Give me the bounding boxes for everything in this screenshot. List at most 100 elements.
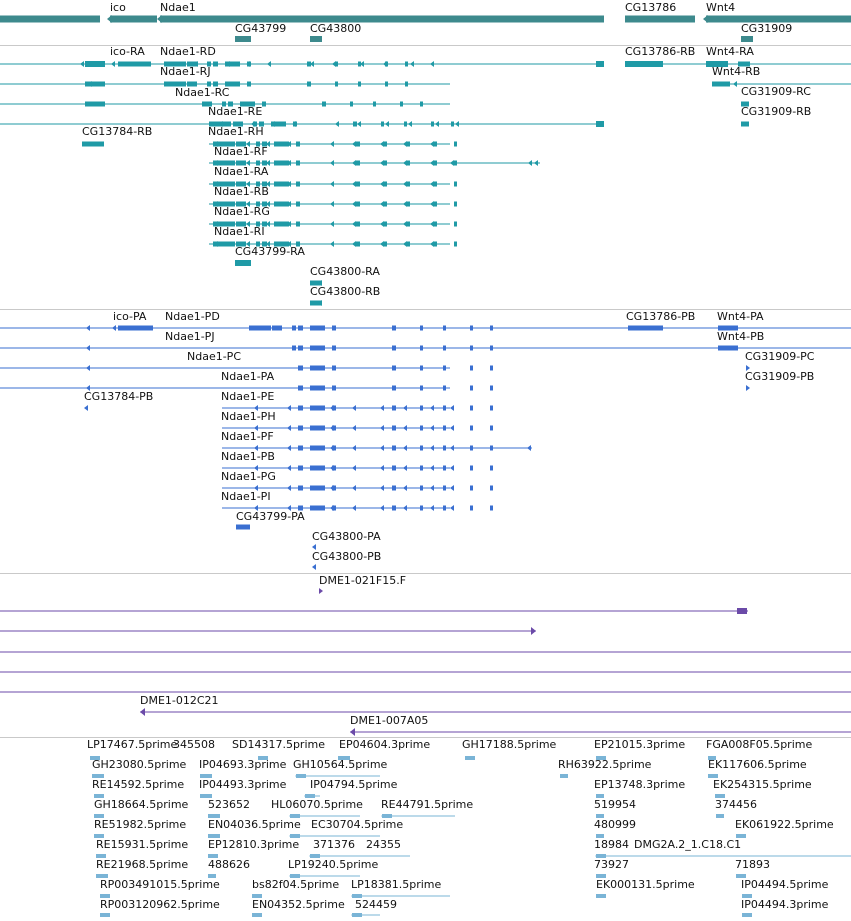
feature-label-24355[interactable]: 24355 bbox=[366, 838, 401, 851]
feature-label-ek000131-5prime[interactable]: EK000131.5prime bbox=[596, 878, 695, 891]
feature-label-lp19240-5prime[interactable]: LP19240.5prime bbox=[288, 858, 379, 871]
feature-label-gh17188-5prime[interactable]: GH17188.5prime bbox=[462, 738, 557, 751]
feature-label-ndae1-pd[interactable]: Ndae1-PD bbox=[165, 310, 220, 323]
feature-label-cg43800[interactable]: CG43800 bbox=[310, 22, 362, 35]
feature-label-re21968-5prime[interactable]: RE21968.5prime bbox=[96, 858, 189, 871]
feature-label-ndae1-pg[interactable]: Ndae1-PG bbox=[221, 470, 276, 483]
feature-label-lp18381-5prime[interactable]: LP18381.5prime bbox=[351, 878, 442, 891]
feature-label-371376[interactable]: 371376 bbox=[313, 838, 355, 851]
feature-label-ec30704-5prime[interactable]: EC30704.5prime bbox=[311, 818, 404, 831]
feature-label-cg43799[interactable]: CG43799 bbox=[235, 22, 287, 35]
feature-label-ip04494-5prime[interactable]: IP04494.5prime bbox=[741, 878, 829, 891]
feature-label-wnt4-pa[interactable]: Wnt4-PA bbox=[717, 310, 764, 323]
feature-label-cg43800-pb[interactable]: CG43800-PB bbox=[312, 550, 382, 563]
feature-label-re44791-5prime[interactable]: RE44791.5prime bbox=[381, 798, 474, 811]
feature-label-dmg2a-2-1-c18-c1[interactable]: DMG2A.2_1.C18.C1 bbox=[634, 838, 742, 851]
feature-label-bs82f04-5prime[interactable]: bs82f04.5prime bbox=[252, 878, 340, 891]
feature-label-ndae1-pj[interactable]: Ndae1-PJ bbox=[165, 330, 215, 343]
feature-label-cg13786[interactable]: CG13786 bbox=[625, 1, 677, 14]
feature-label-ndae1-rd[interactable]: Ndae1-RD bbox=[160, 45, 216, 58]
feature-label-ip04494-3prime[interactable]: IP04494.3prime bbox=[741, 898, 829, 911]
feature-label-ndae1-rc[interactable]: Ndae1-RC bbox=[175, 86, 230, 99]
feature-label-cg13784-pb[interactable]: CG13784-PB bbox=[84, 390, 154, 403]
feature-label-ndae1-rb[interactable]: Ndae1-RB bbox=[214, 185, 269, 198]
feature-label-cg13784-rb[interactable]: CG13784-RB bbox=[82, 125, 153, 138]
feature-label-wnt4[interactable]: Wnt4 bbox=[706, 1, 736, 14]
feature-label-en04352-5prime[interactable]: EN04352.5prime bbox=[252, 898, 345, 911]
feature-label-re51982-5prime[interactable]: RE51982.5prime bbox=[94, 818, 187, 831]
feature-label-524459[interactable]: 524459 bbox=[355, 898, 397, 911]
feature-label-ndae1-re[interactable]: Ndae1-RE bbox=[208, 105, 263, 118]
feature-label-cg31909-rc[interactable]: CG31909-RC bbox=[741, 85, 811, 98]
feature-label-ek117606-5prime[interactable]: EK117606.5prime bbox=[708, 758, 807, 771]
feature-label-dme1-021f15-f[interactable]: DME1-021F15.F bbox=[319, 574, 407, 587]
feature-label-ip04693-3prime[interactable]: IP04693.3prime bbox=[199, 758, 287, 771]
feature-label-ep04604-3prime[interactable]: EP04604.3prime bbox=[339, 738, 431, 751]
feature-label-ep21015-3prime[interactable]: EP21015.3prime bbox=[594, 738, 686, 751]
feature-label-ndae1[interactable]: Ndae1 bbox=[160, 1, 196, 14]
feature-label-ico-ra[interactable]: ico-RA bbox=[110, 45, 145, 58]
feature-label-523652[interactable]: 523652 bbox=[208, 798, 250, 811]
feature-label-71893[interactable]: 71893 bbox=[735, 858, 770, 871]
feature-label-wnt4-pb[interactable]: Wnt4-PB bbox=[717, 330, 765, 343]
feature-label-cg43800-pa[interactable]: CG43800-PA bbox=[312, 530, 381, 543]
feature-label-sd14317-5prime[interactable]: SD14317.5prime bbox=[232, 738, 325, 751]
feature-label-rp003120962-5prime[interactable]: RP003120962.5prime bbox=[100, 898, 220, 911]
feature-label-gh10564-5prime[interactable]: GH10564.5prime bbox=[293, 758, 388, 771]
feature-label-cg31909-pc[interactable]: CG31909-PC bbox=[745, 350, 815, 363]
feature-label-gh23080-5prime[interactable]: GH23080.5prime bbox=[92, 758, 187, 771]
feature-label-cg13786-pb[interactable]: CG13786-PB bbox=[626, 310, 696, 323]
feature-label-345508[interactable]: 345508 bbox=[173, 738, 215, 751]
feature-label-en04036-5prime[interactable]: EN04036.5prime bbox=[208, 818, 301, 831]
feature-label-cg31909-rb[interactable]: CG31909-RB bbox=[741, 105, 812, 118]
feature-label-cg43799-pa[interactable]: CG43799-PA bbox=[236, 510, 305, 523]
strand-arrow-icon bbox=[330, 405, 334, 411]
feature-label-cg43800-ra[interactable]: CG43800-RA bbox=[310, 265, 380, 278]
feature-label-ip04794-5prime[interactable]: IP04794.5prime bbox=[310, 778, 398, 791]
feature-label-ico[interactable]: ico bbox=[110, 1, 126, 14]
feature-label-cg13786-rb[interactable]: CG13786-RB bbox=[625, 45, 696, 58]
feature-label-gh18664-5prime[interactable]: GH18664.5prime bbox=[94, 798, 189, 811]
feature-label-dme1-007a05[interactable]: DME1-007A05 bbox=[350, 714, 429, 727]
feature-label-ndae1-ri[interactable]: Ndae1-RI bbox=[214, 225, 265, 238]
feature-label-fga008f05-5prime[interactable]: FGA008F05.5prime bbox=[706, 738, 813, 751]
feature-label-488626[interactable]: 488626 bbox=[208, 858, 250, 871]
feature-label-rh63922-5prime[interactable]: RH63922.5prime bbox=[558, 758, 652, 771]
feature-label-wnt4-ra[interactable]: Wnt4-RA bbox=[706, 45, 754, 58]
feature-label-374456[interactable]: 374456 bbox=[715, 798, 757, 811]
feature-label-519954[interactable]: 519954 bbox=[594, 798, 636, 811]
feature-label-ek254315-5prime[interactable]: EK254315.5prime bbox=[713, 778, 812, 791]
feature-label-ndae1-rf[interactable]: Ndae1-RF bbox=[214, 145, 268, 158]
feature-label-ep13748-3prime[interactable]: EP13748.3prime bbox=[594, 778, 686, 791]
feature-label-ndae1-pc[interactable]: Ndae1-PC bbox=[187, 350, 242, 363]
feature-label-cg31909[interactable]: CG31909 bbox=[741, 22, 793, 35]
feature-label-ndae1-pe[interactable]: Ndae1-PE bbox=[221, 390, 275, 403]
feature-label-re14592-5prime[interactable]: RE14592.5prime bbox=[92, 778, 185, 791]
feature-label-ndae1-pi[interactable]: Ndae1-PI bbox=[221, 490, 271, 503]
feature-label-ndae1-ra[interactable]: Ndae1-RA bbox=[214, 165, 269, 178]
feature-label-rp003491015-5prime[interactable]: RP003491015.5prime bbox=[100, 878, 220, 891]
feature-label-ndae1-rj[interactable]: Ndae1-RJ bbox=[160, 65, 211, 78]
feature-label-lp17467-5prime[interactable]: LP17467.5prime bbox=[87, 738, 178, 751]
feature-label-ico-pa[interactable]: ico-PA bbox=[113, 310, 147, 323]
feature-label-ndae1-pb[interactable]: Ndae1-PB bbox=[221, 450, 275, 463]
feature-label-ep12810-3prime[interactable]: EP12810.3prime bbox=[208, 838, 300, 851]
feature-label-ndae1-rh[interactable]: Ndae1-RH bbox=[208, 125, 264, 138]
feature-label-ip04493-3prime[interactable]: IP04493.3prime bbox=[199, 778, 287, 791]
feature-label-wnt4-rb[interactable]: Wnt4-RB bbox=[712, 65, 761, 78]
strand-arrow-icon bbox=[410, 61, 414, 67]
feature-label-ek061922-5prime[interactable]: EK061922.5prime bbox=[735, 818, 834, 831]
feature-label-ndae1-pa[interactable]: Ndae1-PA bbox=[221, 370, 275, 383]
feature-label-480999[interactable]: 480999 bbox=[594, 818, 636, 831]
feature-label-ndae1-ph[interactable]: Ndae1-PH bbox=[221, 410, 276, 423]
feature-label-ndae1-pf[interactable]: Ndae1-PF bbox=[221, 430, 274, 443]
feature-label-ndae1-rg[interactable]: Ndae1-RG bbox=[214, 205, 270, 218]
feature-label-18984[interactable]: 18984 bbox=[594, 838, 629, 851]
feature-label-cg43799-ra[interactable]: CG43799-RA bbox=[235, 245, 305, 258]
feature-label-hl06070-5prime[interactable]: HL06070.5prime bbox=[271, 798, 363, 811]
feature-label-73927[interactable]: 73927 bbox=[594, 858, 629, 871]
feature-label-dme1-012c21[interactable]: DME1-012C21 bbox=[140, 694, 219, 707]
feature-label-cg43800-rb[interactable]: CG43800-RB bbox=[310, 285, 381, 298]
feature-label-cg31909-pb[interactable]: CG31909-PB bbox=[745, 370, 815, 383]
feature-label-re15931-5prime[interactable]: RE15931.5prime bbox=[96, 838, 189, 851]
